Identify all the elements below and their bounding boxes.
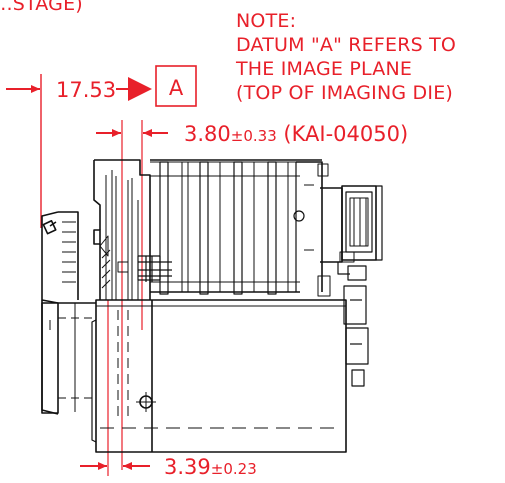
camera-drawing	[41, 159, 383, 453]
offset-bottom-tolerance: ±0.23	[211, 460, 257, 478]
offset-top-value: 3.80	[184, 122, 231, 146]
main-body	[91, 299, 347, 453]
note-line-1: NOTE:	[236, 10, 296, 32]
top-cut-text: ...STAGE)	[0, 0, 83, 15]
offset-top-dimension: 3.80±0.33 (KAI-04050)	[96, 120, 408, 470]
board-pins	[137, 255, 172, 282]
rear-connector	[320, 185, 383, 275]
datum-distance-value: 17.53	[56, 78, 116, 102]
datum-dimension: 17.53 A	[6, 65, 197, 228]
offset-bottom-text: 3.39±0.23	[164, 455, 257, 479]
note-line-4: (TOP OF IMAGING DIE)	[236, 82, 453, 104]
datum-box	[155, 65, 197, 107]
offset-bottom-value: 3.39	[164, 455, 211, 479]
rear-plate	[293, 161, 331, 297]
offset-top-text: 3.80±0.33 (KAI-04050)	[184, 122, 408, 146]
note-line-2: DATUM "A" REFERS TO	[236, 34, 456, 56]
note-line-3: THE IMAGE PLANE	[235, 58, 412, 80]
datum-arrowhead	[128, 77, 152, 101]
offset-top-note: (KAI-04050)	[283, 122, 408, 146]
side-connector	[343, 265, 369, 387]
lens-mount	[41, 211, 96, 415]
offset-bottom-dimension: 3.39±0.23	[80, 300, 257, 479]
front-housing	[93, 159, 151, 300]
datum-label: A	[169, 76, 184, 100]
offset-top-space	[277, 122, 284, 146]
note-block: NOTE: DATUM "A" REFERS TO THE IMAGE PLAN…	[235, 10, 456, 104]
offset-top-tolerance: ±0.33	[231, 127, 277, 145]
heat-sink	[150, 159, 322, 295]
